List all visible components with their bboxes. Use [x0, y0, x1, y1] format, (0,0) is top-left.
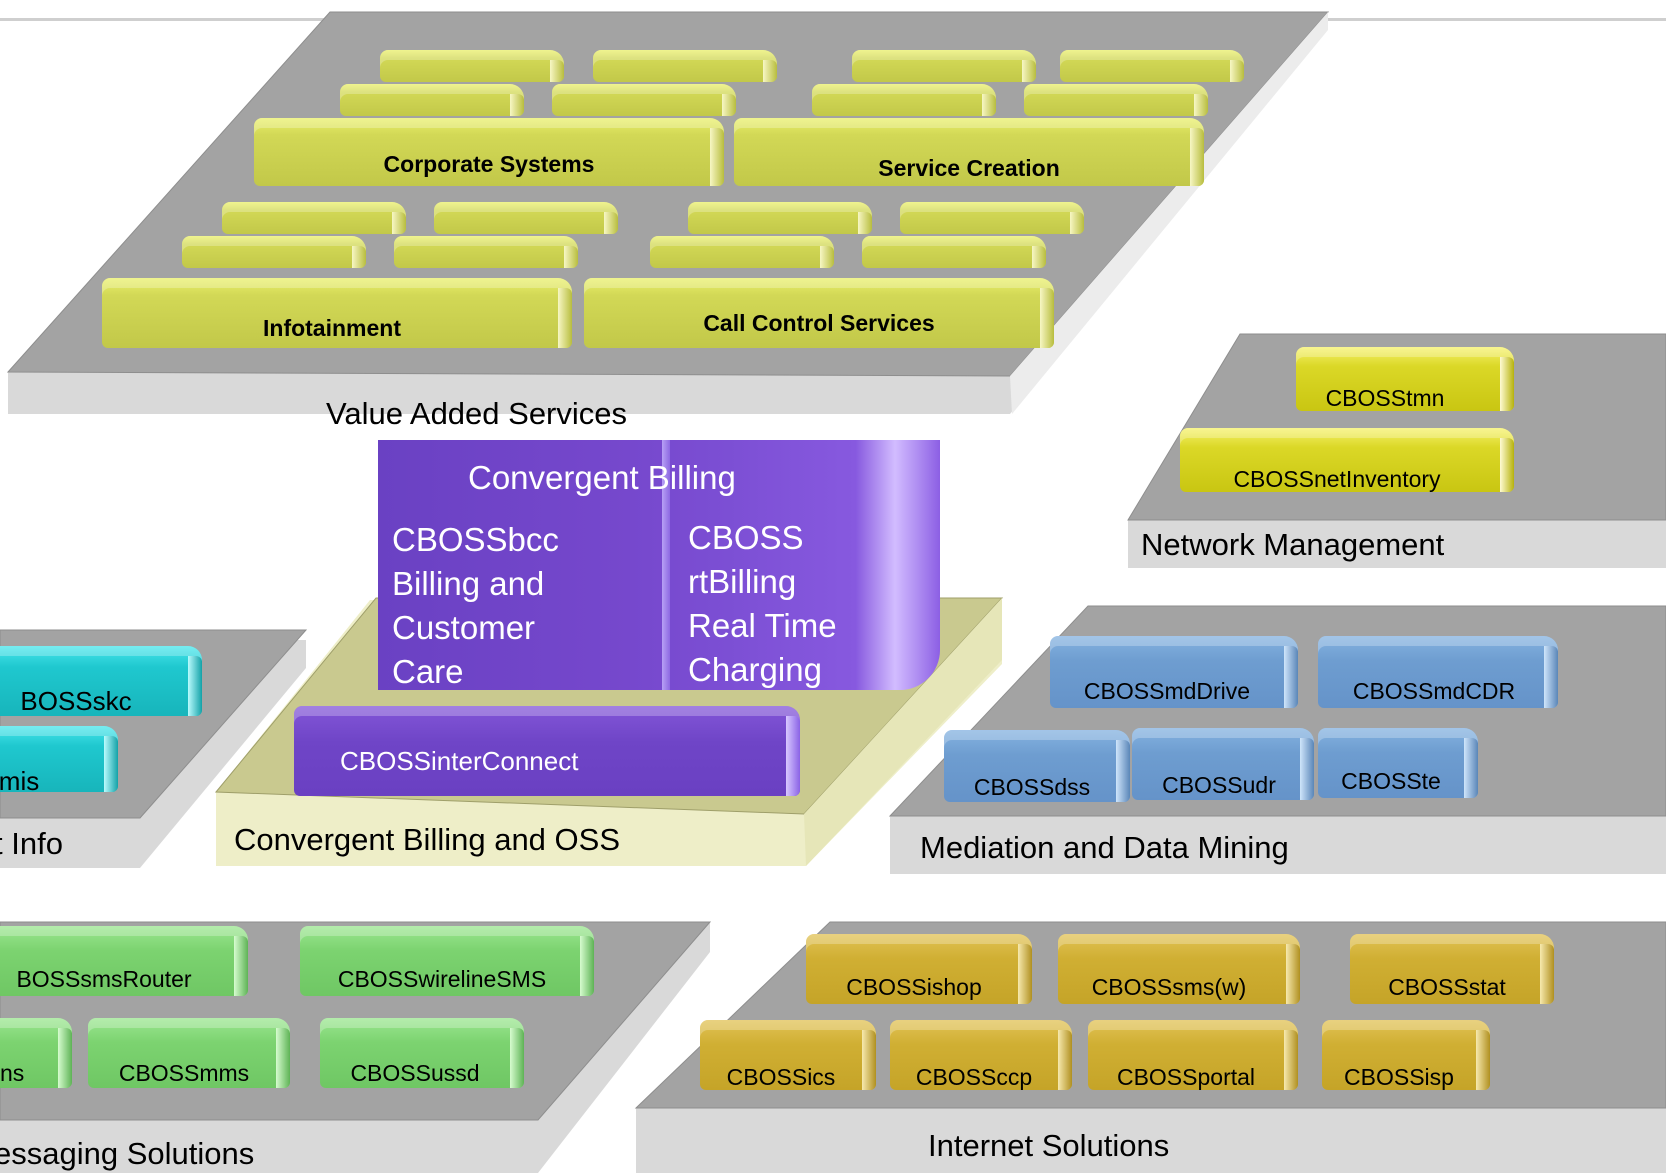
- vas-block-infotainment: Infotainment: [102, 278, 572, 348]
- bcc-line-3: Customer: [392, 609, 536, 646]
- mediation-block-mddrive: CBOSSmdDrive: [1050, 636, 1298, 708]
- block-label: CBOSSnetInventory: [1233, 466, 1441, 492]
- block-label: CBOSSmdDrive: [1083, 678, 1251, 704]
- mediation-block-mdcdr: CBOSSmdCDR: [1318, 636, 1558, 708]
- block-label: CBOSSportal: [1116, 1064, 1256, 1090]
- block-label: CBOSSsms(w): [1091, 974, 1247, 1000]
- bcc-line-4: Care: [392, 653, 464, 690]
- block-label: Infotainment: [263, 315, 401, 341]
- bcc-line-2: Billing and: [392, 565, 545, 602]
- platform-title: Convergent Billing and OSS: [234, 822, 621, 857]
- block-label: BOSSsmsRouter: [16, 966, 192, 992]
- filler-block: [340, 84, 524, 116]
- block-label: CBOSSccp: [915, 1064, 1033, 1090]
- filler-block: [552, 84, 736, 116]
- block-label: CBOSSussd: [350, 1060, 480, 1086]
- internet-block-stat: CBOSSstat: [1350, 934, 1554, 1004]
- internet-block-isp: CBOSSisp: [1322, 1020, 1490, 1090]
- block-label: CBOSSwirelineSMS: [337, 966, 547, 992]
- platform-title: Value Added Services: [326, 396, 628, 431]
- platform-title: essaging Solutions: [0, 1136, 255, 1171]
- mediation-block-udr: CBOSSudr: [1132, 728, 1314, 800]
- block-label: Call Control Services: [703, 310, 935, 336]
- block-label: Service Creation: [878, 155, 1060, 181]
- platform-title: Network Management: [1141, 527, 1445, 562]
- block-label: Corporate Systems: [383, 151, 595, 177]
- block-label: CBOSSte: [1341, 768, 1441, 794]
- messaging-block-wirelinesms: CBOSSwirelineSMS: [300, 926, 594, 996]
- rtbilling-line-2: rtBilling: [688, 563, 797, 600]
- block-label: CBOSSisp: [1344, 1064, 1454, 1090]
- platform-title: Internet Solutions: [928, 1128, 1170, 1163]
- filler-block: [593, 50, 777, 82]
- block-label: CBOSSstat: [1388, 974, 1506, 1000]
- filler-block: [394, 236, 578, 268]
- block-label: CBOSSics: [726, 1064, 836, 1090]
- block-label: CBOSSdss: [973, 774, 1091, 800]
- block-label: CBOSSudr: [1162, 772, 1276, 798]
- internet-block-ishop: CBOSSishop: [806, 934, 1032, 1004]
- filler-block: [650, 236, 834, 268]
- interconnect-block: CBOSSinterConnect: [294, 706, 800, 796]
- filler-block: [812, 84, 996, 116]
- block-label: BOSSskc: [20, 686, 132, 716]
- filler-block: [688, 202, 872, 234]
- netmgmt-block-cbosstmn: CBOSStmn: [1296, 347, 1514, 411]
- messaging-block-ussd: CBOSSussd: [320, 1018, 524, 1088]
- filler-block: [182, 236, 366, 268]
- block-label: ns: [0, 1060, 25, 1086]
- netmgmt-block-cbossnetinventory: CBOSSnetInventory: [1180, 428, 1514, 492]
- customer-block-skc: BOSSskc: [0, 646, 202, 716]
- platform-title: Mediation and Data Mining: [920, 830, 1289, 865]
- block-label: CBOSSmms: [118, 1060, 250, 1086]
- tower-title: Convergent Billing: [468, 459, 736, 496]
- filler-block: [862, 236, 1046, 268]
- customer-block-mis: mis: [0, 726, 118, 796]
- filler-block: [434, 202, 618, 234]
- bcc-line-1: CBOSSbcc: [392, 521, 559, 558]
- filler-block: [1060, 50, 1244, 82]
- internet-block-portal: CBOSSportal: [1088, 1020, 1298, 1090]
- platform-title: t Info: [0, 826, 63, 861]
- mediation-block-te: CBOSSte: [1318, 728, 1478, 798]
- messaging-block-mms: CBOSSmms: [88, 1018, 290, 1088]
- block-label: CBOSSishop: [846, 974, 982, 1000]
- tower-divider: [662, 440, 670, 690]
- filler-block: [900, 202, 1084, 234]
- rtbilling-line-3: Real Time: [688, 607, 837, 644]
- block-label: CBOSSinterConnect: [340, 746, 579, 776]
- rtbilling-line-1: CBOSS: [688, 519, 804, 556]
- filler-block: [852, 50, 1036, 82]
- internet-block-sms-w: CBOSSsms(w): [1058, 934, 1300, 1004]
- convergent-billing-tower: [378, 440, 940, 690]
- filler-block: [1024, 84, 1208, 116]
- filler-block: [380, 50, 564, 82]
- vas-block-call-control-services: Call Control Services: [584, 278, 1054, 348]
- block-label: CBOSSmdCDR: [1352, 678, 1516, 704]
- internet-block-ics: CBOSSics: [700, 1020, 876, 1090]
- rtbilling-line-4: Charging: [688, 651, 822, 688]
- vas-block-service-creation: Service Creation: [734, 118, 1204, 186]
- vas-block-corporate-systems: Corporate Systems: [254, 118, 724, 186]
- block-label: CBOSStmn: [1325, 385, 1445, 411]
- messaging-block-sms: ns: [0, 1018, 72, 1088]
- filler-block: [222, 202, 406, 234]
- mediation-block-dss: CBOSSdss: [944, 730, 1130, 802]
- messaging-block-smsrouter: BOSSsmsRouter: [0, 926, 248, 996]
- internet-block-ccp: CBOSSccp: [890, 1020, 1072, 1090]
- block-label: mis: [0, 766, 40, 796]
